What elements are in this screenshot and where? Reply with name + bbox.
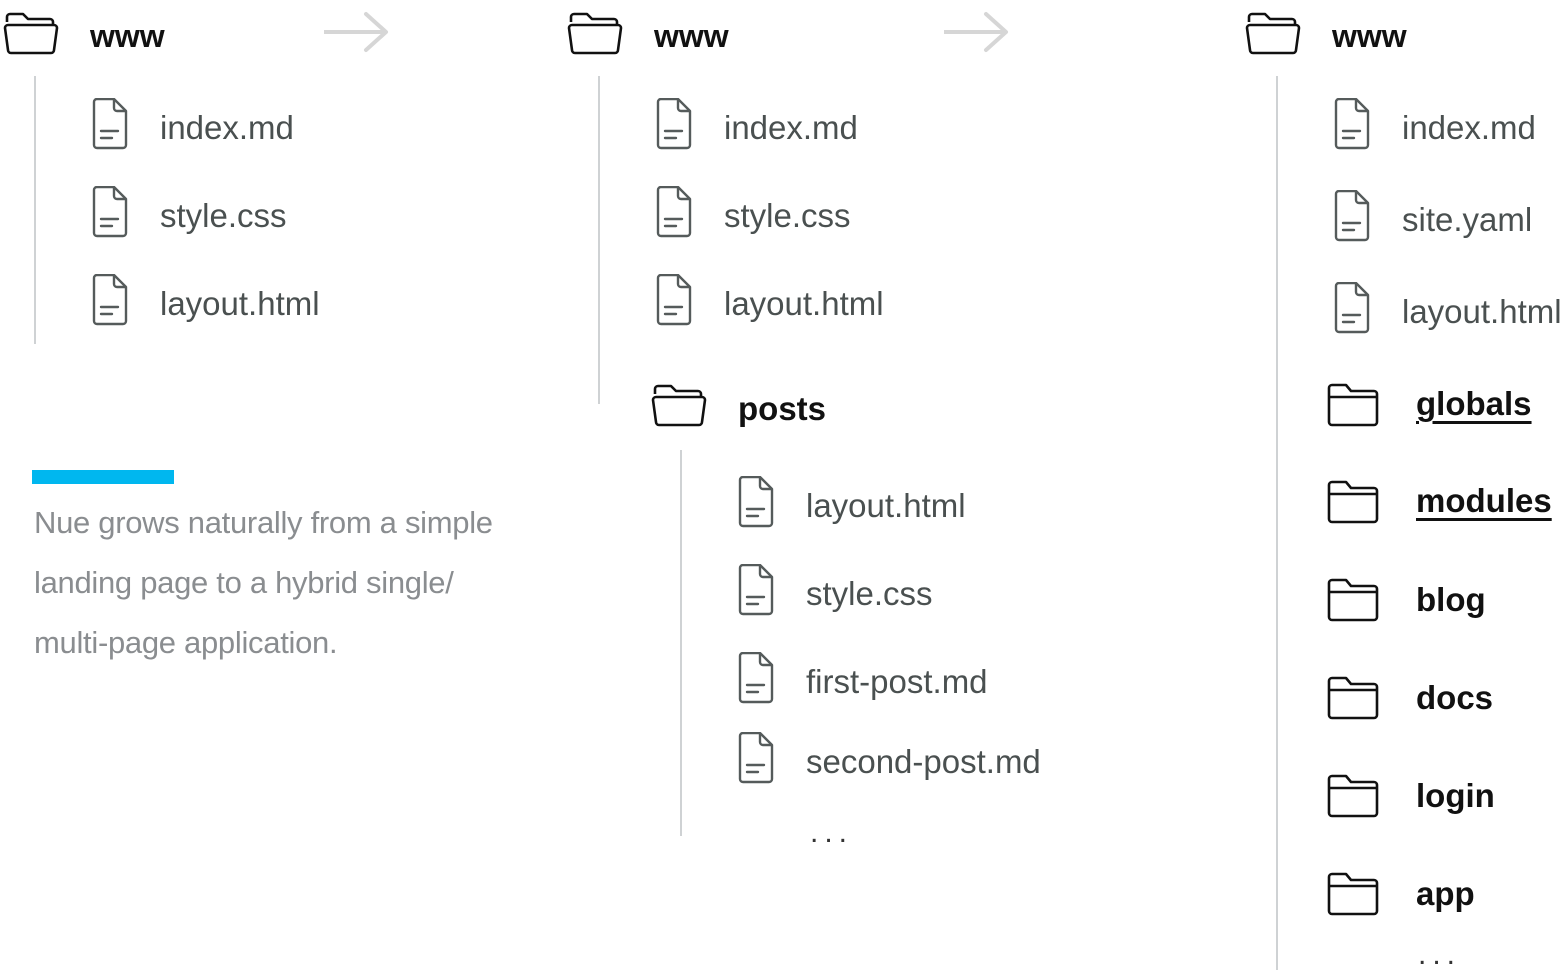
file-icon [90,274,130,326]
folder-icon [1326,771,1384,821]
folder-label-login[interactable]: login [1416,777,1495,814]
file-label[interactable]: first-post.md [806,663,988,700]
folder-icon [566,8,624,58]
folder-icon [2,8,60,58]
tree-line [680,450,682,836]
file-label[interactable]: layout.html [1402,293,1562,330]
file-label[interactable]: style.css [806,575,933,612]
description-line: multi-page application. [34,625,338,660]
subfolder-label-posts[interactable]: posts [738,390,827,427]
file-label[interactable]: layout.html [160,285,320,322]
file-icon [90,186,130,238]
file-icon [90,98,130,150]
tree-line [598,76,600,404]
folder-label-modules[interactable]: modules [1416,482,1552,519]
file-icon [654,98,694,150]
description-line: landing page to a hybrid single/ [34,565,454,600]
folder-icon [650,380,708,430]
file-label[interactable]: index.md [160,109,294,146]
file-label[interactable]: site.yaml [1402,201,1533,238]
file-icon [1332,98,1372,150]
folder-icon [1326,575,1384,625]
folder-label-blog[interactable]: blog [1416,581,1486,618]
file-label[interactable]: index.md [724,109,858,146]
file-label[interactable]: layout.html [806,487,966,524]
file-icon [736,476,776,528]
root-folder-label[interactable]: www [1332,18,1407,54]
file-icon [736,564,776,616]
folder-icon [1244,8,1302,58]
folder-icon [1326,673,1384,723]
file-icon [1332,190,1372,242]
file-icon [736,652,776,704]
root-folder-label[interactable]: www [90,18,165,54]
more-ellipsis: ... [810,816,854,849]
folder-icon [1326,869,1384,919]
accent-bar [32,470,174,484]
folder-icon [1326,477,1384,527]
file-label[interactable]: style.css [160,197,287,234]
root-folder-label[interactable]: www [654,18,729,54]
arrow-right-icon [944,10,1010,54]
folder-label-docs[interactable]: docs [1416,679,1494,716]
file-icon [736,732,776,784]
more-ellipsis: ... [1418,938,1462,971]
arrow-right-icon [324,10,390,54]
file-label[interactable]: index.md [1402,109,1536,146]
folder-label-app[interactable]: app [1416,875,1475,912]
tree-line [34,76,36,344]
file-icon [654,186,694,238]
file-label[interactable]: layout.html [724,285,884,322]
folder-icon [1326,380,1384,430]
file-label[interactable]: second-post.md [806,743,1041,780]
file-label[interactable]: style.css [724,197,851,234]
file-icon [1332,282,1372,334]
folder-label-globals[interactable]: globals [1416,385,1532,422]
tree-line [1276,76,1278,970]
description: Nue grows naturally from a simple landin… [34,493,493,673]
file-icon [654,274,694,326]
description-line: Nue grows naturally from a simple [34,505,493,540]
